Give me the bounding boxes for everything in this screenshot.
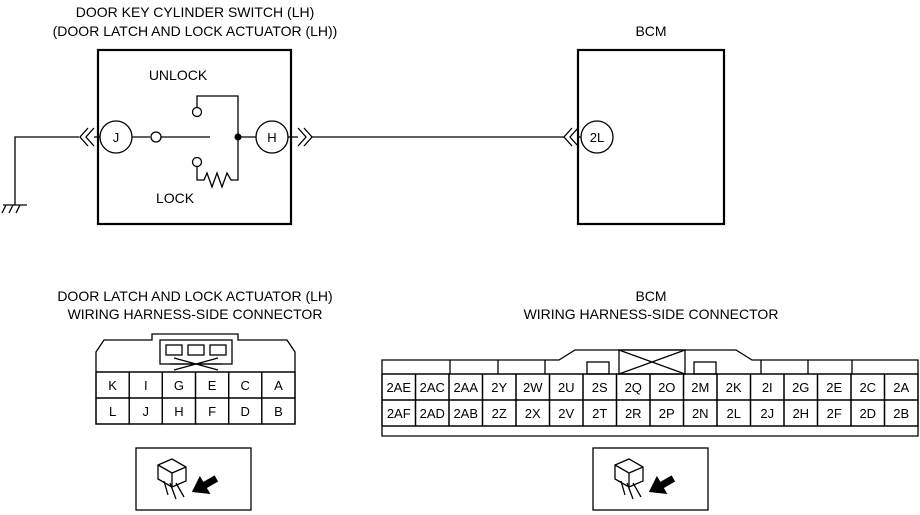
pin-j-label: J <box>113 130 120 145</box>
left-connector-pin-label: C <box>241 378 250 393</box>
connector-chevron-h <box>297 127 313 147</box>
right-connector-pin-label: 2E <box>826 380 842 395</box>
right-connector-pin-label: 2Y <box>491 380 507 395</box>
unlock-contact <box>191 106 203 118</box>
left-connector-pin-label: F <box>208 404 216 419</box>
pin-2l-label: 2L <box>590 130 604 145</box>
bcm-box <box>576 48 726 226</box>
right-connector-pin-label: 2L <box>727 406 741 421</box>
right-connector-pin-label: 2I <box>762 380 773 395</box>
left-connector-pin-label: L <box>109 404 116 419</box>
left-connector-pin-label: D <box>241 404 250 419</box>
switch-title-line2: (DOOR LATCH AND LOCK ACTUATOR (LH)) <box>53 23 338 39</box>
right-connector-pin-label: 2B <box>893 406 909 421</box>
left-connector-pin-label: G <box>174 378 184 393</box>
pin-2l-circle <box>580 120 614 154</box>
right-connector-pin-label: 2H <box>792 406 809 421</box>
right-connector-pin-label: 2D <box>859 406 876 421</box>
right-connector-pin-label: 2AC <box>420 380 445 395</box>
ground-icon <box>1 204 27 214</box>
left-connector: K I G E C A L J H F D B <box>95 333 296 425</box>
right-connector-pin-label: 2C <box>859 380 876 395</box>
right-connector-pin-label: 2AD <box>420 406 445 421</box>
right-connector-pin-label: 2J <box>760 406 774 421</box>
left-connector-cell <box>261 397 296 425</box>
lock-label: LOCK <box>156 190 195 206</box>
left-connector-pin-label: J <box>143 404 150 419</box>
lock-contact <box>191 156 203 168</box>
unlock-label: UNLOCK <box>149 67 208 83</box>
left-connector-pin-label: I <box>144 378 148 393</box>
left-connector-pin-label: K <box>108 378 117 393</box>
right-connector-pin-label: 2P <box>659 406 675 421</box>
right-connector-pin-label: 2AF <box>387 406 411 421</box>
switch-title-line1: DOOR KEY CYLINDER SWITCH (LH) <box>76 4 315 20</box>
right-connector-pin-label: 2G <box>792 380 809 395</box>
ground-wire <box>14 136 79 205</box>
right-connector-pin-label: 2U <box>558 380 575 395</box>
right-connector-pin-label: 2AB <box>453 406 478 421</box>
left-connector-pin-label: H <box>174 404 183 419</box>
right-connector-pin-label: 2A <box>893 380 909 395</box>
right-connector-pin-label: 2V <box>558 406 574 421</box>
right-connector-pin-label: 2Q <box>625 380 642 395</box>
right-connector-title-line1: BCM <box>635 288 666 304</box>
right-connector-pin-label: 2M <box>691 380 709 395</box>
connector-view-icon <box>592 447 709 511</box>
right-connector-pin-label: 2Z <box>492 406 507 421</box>
connector-view-icon <box>135 447 252 511</box>
left-connector-pin-label: A <box>274 378 283 393</box>
left-connector-pin-label: B <box>274 404 283 419</box>
right-connector-cell <box>883 399 919 427</box>
right-connector-pin-label: 2R <box>625 406 642 421</box>
right-connector-pin-label: 2AE <box>386 380 411 395</box>
right-connector-pin-label: 2W <box>523 380 543 395</box>
left-connector-title-line1: DOOR LATCH AND LOCK ACTUATOR (LH) <box>57 288 332 304</box>
switch-common-terminal <box>150 131 162 143</box>
connector-chevron-j <box>79 127 95 147</box>
left-connector-title-line2: WIRING HARNESS-SIDE CONNECTOR <box>68 306 323 322</box>
right-connector: 2AE 2AC 2AA 2Y 2W 2U 2S 2Q 2O 2M 2K 2I 2G 2E 2C 2A 2AF 2A… <box>381 349 919 437</box>
connector-chevron-2l <box>563 127 579 147</box>
right-connector-title-line2: WIRING HARNESS-SIDE CONNECTOR <box>524 306 779 322</box>
left-connector-pin-label: E <box>208 378 217 393</box>
pin-h-label: H <box>267 130 276 145</box>
right-connector-pin-label: 2O <box>658 380 675 395</box>
right-connector-pin-label: 2N <box>692 406 709 421</box>
bcm-title: BCM <box>635 23 666 39</box>
right-connector-pin-label: 2F <box>827 406 842 421</box>
right-connector-pin-label: 2AA <box>453 380 478 395</box>
right-connector-pin-label: 2S <box>592 380 608 395</box>
right-connector-pin-label: 2K <box>726 380 742 395</box>
right-connector-pin-label: 2T <box>592 406 607 421</box>
right-connector-pin-label: 2X <box>525 406 541 421</box>
lock-resistor <box>196 137 239 189</box>
